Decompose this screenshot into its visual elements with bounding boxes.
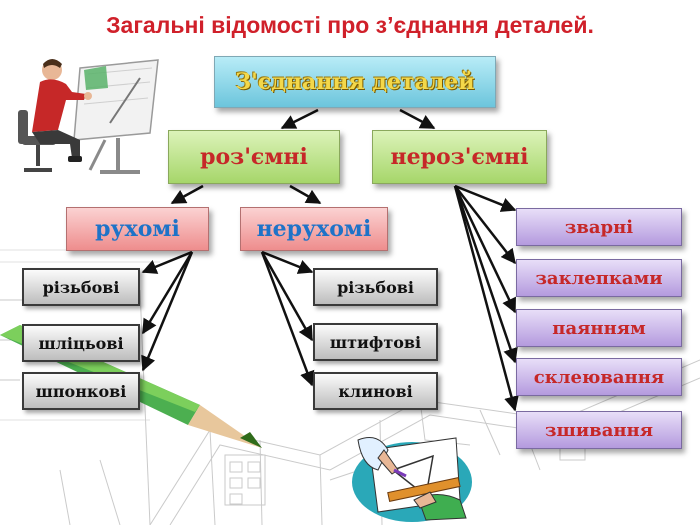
node-movable-item-label: різьбові bbox=[42, 277, 120, 297]
arrow-fixed-to-wedge bbox=[260, 251, 315, 387]
blank-area bbox=[602, 458, 690, 514]
node-movable-item: шліцьові bbox=[22, 324, 140, 362]
arrow-fixed-to-pin bbox=[260, 251, 314, 342]
slide-title: Загальні відомості про з’єднання деталей… bbox=[106, 12, 594, 38]
node-non-detachable-item-label: зшивання bbox=[545, 419, 653, 441]
node-movable-item: шпонкові bbox=[22, 372, 140, 410]
node-non-detachable-item: зшивання bbox=[516, 411, 682, 449]
node-fixed: нерухомі bbox=[240, 207, 388, 251]
arrow-root-to-detachable bbox=[280, 108, 319, 130]
node-movable-item-label: шпонкові bbox=[35, 381, 127, 401]
node-movable-item-label: шліцьові bbox=[38, 333, 124, 353]
node-fixed-item: різьбові bbox=[313, 268, 438, 306]
node-fixed-item: штифтові bbox=[313, 323, 438, 361]
arrow-to-welded bbox=[454, 184, 517, 212]
node-detachable-label: роз'ємні bbox=[200, 144, 308, 170]
root-node-label: З'єднання деталей bbox=[235, 69, 475, 95]
node-non-detachable-item: склеювання bbox=[516, 358, 682, 396]
person-at-drafting-table-icon bbox=[18, 59, 159, 174]
node-fixed-item-label: штифтові bbox=[329, 332, 422, 352]
node-movable: рухомі bbox=[66, 207, 209, 251]
arrow-to-glued bbox=[453, 185, 518, 364]
node-non-detachable-label: нероз'ємні bbox=[390, 144, 529, 170]
node-movable-item: різьбові bbox=[22, 268, 140, 306]
arrow-detachable-to-fixed bbox=[289, 184, 322, 205]
arrow-to-soldered bbox=[453, 185, 517, 314]
arrow-to-stitched bbox=[453, 185, 519, 412]
node-non-detachable: нероз'ємні bbox=[372, 130, 547, 184]
arrow-root-to-non-detachable bbox=[399, 108, 436, 130]
node-detachable: роз'ємні bbox=[168, 130, 340, 184]
node-non-detachable-item: заклепками bbox=[516, 259, 682, 297]
node-non-detachable-item: зварні bbox=[516, 208, 682, 246]
drawing-hands-image bbox=[348, 430, 476, 525]
arrow-detachable-to-movable bbox=[170, 184, 204, 205]
node-non-detachable-item: паянням bbox=[516, 309, 682, 347]
hands-drawing-with-ruler-icon bbox=[352, 437, 472, 522]
root-node: З'єднання деталей bbox=[214, 56, 496, 108]
node-non-detachable-item-label: заклепками bbox=[535, 267, 663, 289]
node-fixed-item-label: клинові bbox=[338, 381, 413, 401]
node-fixed-label: нерухомі bbox=[256, 216, 372, 242]
node-fixed-item: клинові bbox=[313, 372, 438, 410]
arrow-fixed-to-threaded bbox=[261, 250, 314, 274]
arrow-movable-to-key bbox=[141, 251, 194, 372]
node-movable-label: рухомі bbox=[95, 216, 180, 242]
node-fixed-item-label: різьбові bbox=[337, 277, 414, 297]
node-non-detachable-item-label: склеювання bbox=[533, 366, 665, 388]
node-non-detachable-item-label: зварні bbox=[564, 216, 634, 238]
arrow-movable-to-spline bbox=[141, 251, 194, 335]
node-non-detachable-item-label: паянням bbox=[552, 317, 646, 339]
drafter-image bbox=[10, 48, 165, 183]
arrow-to-riveted bbox=[454, 185, 516, 265]
arrow-movable-to-threaded bbox=[141, 250, 193, 274]
